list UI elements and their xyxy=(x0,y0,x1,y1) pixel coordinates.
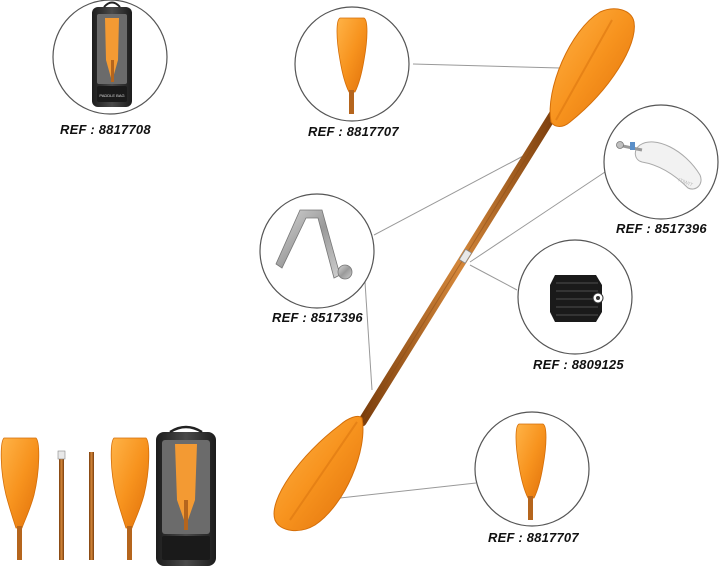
blade-icon-top xyxy=(336,17,368,114)
clip-detail-circle: ITIWIT xyxy=(603,104,719,220)
blade-detail-circle-bottom xyxy=(474,411,590,527)
bag-detail-circle: PADDLE BAG xyxy=(52,0,168,115)
collar-detail-circle xyxy=(517,239,633,355)
kit-blade-right xyxy=(110,437,150,560)
kit-paddle-bag xyxy=(156,425,216,566)
blade-clip-icon: ITIWIT xyxy=(616,141,702,190)
top-blade xyxy=(549,8,635,127)
blade-detail-circle-top xyxy=(294,6,410,122)
blade-icon-bottom xyxy=(515,423,547,520)
shaft-joint xyxy=(458,248,473,264)
main-paddle xyxy=(273,8,635,532)
bag-label-text: PADDLE BAG xyxy=(99,93,124,98)
clip-mark-text: ITIWIT xyxy=(677,177,693,188)
spring-button-icon xyxy=(275,209,353,280)
ref-collar: REF : 8809125 xyxy=(533,357,624,372)
spring-detail-circle xyxy=(259,193,375,309)
ref-bag: REF : 8817708 xyxy=(60,122,151,137)
ref-blade-top: REF : 8817707 xyxy=(308,124,399,139)
ferrule-collar-icon xyxy=(550,275,604,322)
ref-clip: REF : 8517396 xyxy=(616,221,707,236)
kit-components xyxy=(0,425,216,566)
leader-lines xyxy=(339,63,606,499)
ref-blade-bottom: REF : 8817707 xyxy=(488,530,579,545)
kit-shaft-left xyxy=(57,450,66,560)
ref-spring: REF : 8517396 xyxy=(272,310,363,325)
kit-blade-left xyxy=(0,437,40,560)
kit-shaft-right xyxy=(89,452,94,560)
paddle-bag-icon: PADDLE BAG xyxy=(92,1,132,107)
